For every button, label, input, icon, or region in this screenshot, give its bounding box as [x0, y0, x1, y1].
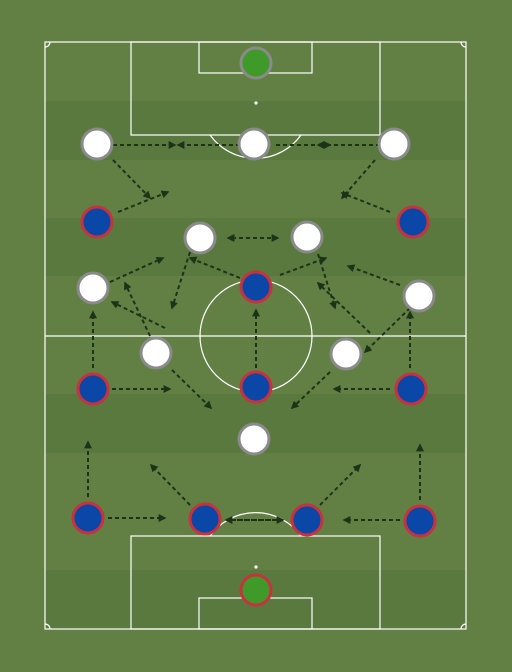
movement-arrow: [279, 256, 328, 276]
movement-arrow: [316, 281, 371, 334]
blue-player[interactable]: [396, 205, 430, 239]
white-player[interactable]: [402, 279, 436, 313]
blue-player[interactable]: [239, 370, 273, 404]
movement-arrows: [84, 141, 424, 524]
movement-arrow: [363, 307, 411, 354]
corner-arc-bottom-left: [44, 623, 51, 630]
top-penalty-spot: [254, 101, 258, 105]
white-player[interactable]: [183, 221, 217, 255]
movement-arrow: [290, 371, 331, 410]
white-team-goalkeeper[interactable]: [239, 46, 273, 80]
movement-arrow: [112, 159, 152, 200]
players-layer: [71, 46, 437, 607]
blue-player[interactable]: [80, 205, 114, 239]
movement-arrow: [124, 281, 151, 337]
movement-arrow: [117, 190, 170, 213]
white-player[interactable]: [237, 422, 271, 456]
blue-player[interactable]: [71, 501, 105, 535]
movement-arrow: [110, 301, 166, 329]
movement-arrow: [171, 369, 213, 410]
movement-arrow: [170, 251, 191, 310]
white-player[interactable]: [237, 127, 271, 161]
blue-player[interactable]: [290, 503, 324, 537]
white-player[interactable]: [329, 337, 363, 371]
white-player[interactable]: [290, 220, 324, 254]
blue-player[interactable]: [239, 270, 273, 304]
blue-player[interactable]: [76, 372, 110, 406]
blue-team-goalkeeper[interactable]: [239, 573, 273, 607]
white-player[interactable]: [377, 127, 411, 161]
corner-arc-bottom-right: [460, 623, 467, 630]
movement-arrow: [340, 191, 391, 213]
white-player[interactable]: [76, 271, 110, 305]
corner-arc-top-left: [44, 41, 51, 48]
movement-arrow: [109, 256, 165, 283]
blue-player[interactable]: [394, 372, 428, 406]
corner-arc-top-right: [460, 41, 467, 48]
bottom-penalty-spot: [254, 565, 258, 569]
blue-player[interactable]: [403, 504, 437, 538]
movement-arrow: [149, 463, 191, 506]
pitch-stripe: [45, 218, 466, 276]
movement-arrow: [346, 264, 401, 286]
white-player[interactable]: [139, 336, 173, 370]
blue-player[interactable]: [188, 502, 222, 536]
movement-arrow: [340, 159, 376, 200]
white-player[interactable]: [80, 127, 114, 161]
movement-arrow: [319, 463, 362, 506]
movement-arrow: [188, 256, 241, 279]
